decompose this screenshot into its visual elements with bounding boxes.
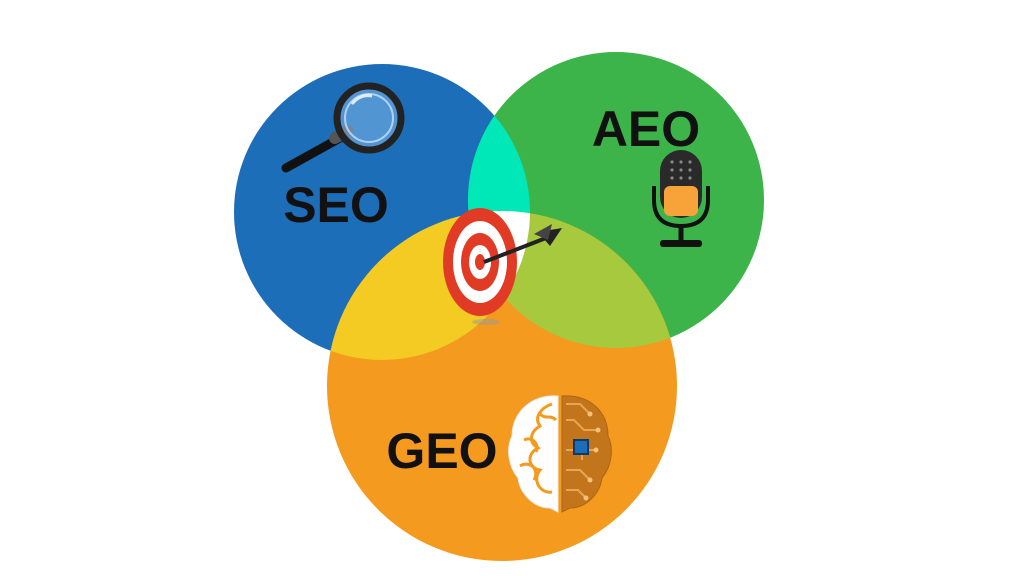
microphone-icon bbox=[652, 150, 710, 247]
target-arrow-icon bbox=[443, 208, 562, 325]
aeo-geo-overlap bbox=[468, 211, 677, 348]
magnifying-glass-icon bbox=[281, 82, 405, 173]
aeo-label: AEO bbox=[592, 101, 700, 157]
seo-label: SEO bbox=[283, 177, 389, 233]
geo-label: GEO bbox=[386, 423, 497, 479]
seo-geo-overlap bbox=[327, 211, 530, 360]
brain-circuit-icon bbox=[508, 395, 612, 513]
